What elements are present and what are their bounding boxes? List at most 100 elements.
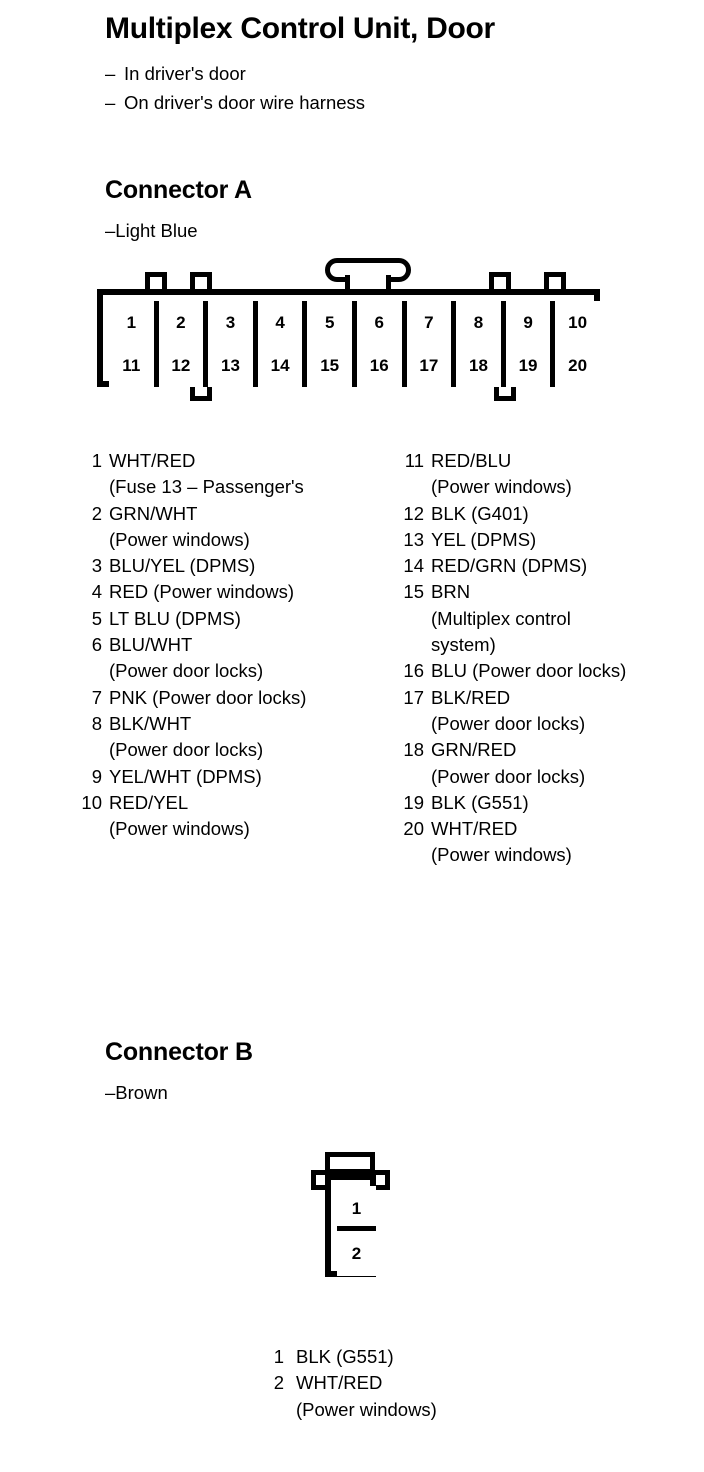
note-text: In driver's door: [124, 63, 246, 84]
pin-cell: 10: [555, 301, 600, 344]
connector-a-color-text: Light Blue: [115, 220, 198, 241]
pin-number: 20: [403, 818, 424, 840]
pin-entry: 18 GRN/RED (Power door locks): [398, 737, 698, 790]
dash-marker: –: [105, 1082, 116, 1103]
pin-description: YEL (DPMS): [431, 527, 698, 553]
pin-description: RED (Power windows): [109, 579, 390, 605]
pin-description-line: RED/BLU: [431, 450, 512, 471]
pin-entry: 9 YEL/WHT (DPMS): [80, 764, 390, 790]
connector-a-pin-row-top: 1 2 3 4 5 6 7 8 9 10: [109, 301, 600, 344]
pin-description-line: (Power door locks): [109, 660, 264, 682]
pin-cell: 1: [109, 301, 159, 344]
pin-description-line: (Power windows): [109, 528, 250, 550]
connector-a-heading: Connector A: [105, 176, 252, 204]
pin-description-line: YEL (DPMS): [431, 528, 537, 550]
pin-description-line: (Power door locks): [431, 712, 586, 734]
pin-description-line: RED/GRN (DPMS): [431, 555, 588, 577]
pin-number: 5: [91, 607, 102, 629]
pin-entry: 11 RED/BLU (Power windows): [398, 448, 698, 501]
pin-description-line: (Power door locks): [109, 739, 264, 761]
pin-entry: 6 BLU/WHT(Power door locks): [80, 632, 390, 685]
pin-entry: 2 WHT/RED (Power windows): [262, 1370, 437, 1423]
pin-number: 18: [403, 739, 424, 761]
connector-b-body: 1 2: [325, 1174, 376, 1277]
pin-cell: 15: [307, 344, 357, 387]
pin-description: BLU (Power door locks): [431, 658, 698, 684]
pin-description: BLK/RED (Power door locks): [431, 685, 698, 738]
pin-description-line: GRN/WHT: [109, 502, 198, 524]
pin-description: RED/YEL(Power windows): [109, 790, 390, 843]
connector-a-pin-row-bottom: 11 12 13 14 15 16 17 18 19 20: [109, 344, 600, 387]
pin-description-line: (Power windows): [296, 1398, 437, 1420]
pin-number: 2: [273, 1372, 284, 1394]
pin-cell: 9: [505, 301, 556, 344]
note-text: On driver's door wire harness: [124, 92, 366, 113]
pin-description-line: WHT/RED: [296, 1372, 383, 1394]
pin-description-line: LT BLU (DPMS): [109, 607, 241, 629]
pin-number: 3: [91, 555, 102, 577]
pin-cell: 19: [505, 344, 556, 387]
pin-description-line: BLK/WHT: [109, 712, 192, 734]
pin-cell: 11: [109, 344, 159, 387]
pin-cell: 1: [337, 1186, 376, 1231]
pin-cell: 5: [307, 301, 357, 344]
pin-number: 11: [404, 450, 424, 471]
pin-description: BLU/YEL (DPMS): [109, 553, 390, 579]
connector-b-diagram: 1 2: [303, 1152, 399, 1277]
pin-description: BLU/WHT(Power door locks): [109, 632, 390, 685]
connector-b-color-note: –Brown: [105, 1082, 168, 1104]
pin-cell: 20: [555, 344, 600, 387]
pin-cell: 18: [456, 344, 506, 387]
pin-cell: 14: [257, 344, 308, 387]
mounting-tab-top-4: [544, 272, 566, 292]
pin-description-line: (Power windows): [431, 476, 572, 498]
pin-number: 9: [91, 765, 102, 787]
note-line-1: –In driver's door: [105, 63, 246, 85]
pin-description-line: GRN/RED: [431, 739, 517, 761]
pin-cell: 4: [257, 301, 308, 344]
pin-entry: 5 LT BLU (DPMS): [80, 606, 390, 632]
pin-cell: 2: [337, 1231, 376, 1276]
pin-description-line: BLK (G401): [431, 502, 529, 524]
pin-cell: 17: [406, 344, 457, 387]
pin-description: RED/GRN (DPMS): [431, 553, 698, 579]
pin-description-line: WHT/RED: [431, 818, 518, 840]
pin-description-line: (Power windows): [431, 844, 572, 866]
mounting-tab-top-3: [489, 272, 511, 292]
dash-marker: –: [105, 220, 116, 241]
pin-description-line: (Multiplex control: [431, 607, 571, 629]
pin-entry: 20 WHT/RED (Power windows): [398, 816, 698, 869]
pin-description: PNK (Power door locks): [109, 685, 390, 711]
pin-entry: 15 BRN (Multiplex control system): [398, 579, 698, 658]
pin-entry: 3 BLU/YEL (DPMS): [80, 553, 390, 579]
connector-a-diagram: 1 2 3 4 5 6 7 8 9 10 11 12 13 14 15 16 1…: [97, 258, 603, 413]
connector-b-heading: Connector B: [105, 1038, 253, 1066]
connector-b-color-text: Brown: [115, 1082, 168, 1103]
pin-description-line: WHT/RED: [109, 450, 196, 471]
pin-cell: 2: [158, 301, 209, 344]
pin-number: 4: [91, 581, 102, 603]
pin-description: WHT/RED (Power windows): [296, 1370, 437, 1423]
dash-marker: –: [105, 63, 116, 84]
pin-description: YEL/WHT (DPMS): [109, 764, 390, 790]
pin-number: 6: [91, 634, 102, 656]
pin-description-line: (Fuse 13 – Passenger's: [109, 476, 304, 498]
pin-description: GRN/WHT (Power windows): [109, 501, 390, 554]
pin-cell: 13: [208, 344, 258, 387]
pin-number: 15: [403, 581, 424, 603]
pin-description-line: system): [431, 634, 496, 656]
pin-description-line: BLK/RED: [431, 686, 511, 708]
pin-description: GRN/RED (Power door locks): [431, 737, 698, 790]
pin-number: 17: [403, 686, 424, 708]
pin-description-line: (Power door locks): [431, 765, 586, 787]
pin-number: 2: [91, 502, 102, 524]
pin-description-line: BRN: [431, 581, 471, 603]
